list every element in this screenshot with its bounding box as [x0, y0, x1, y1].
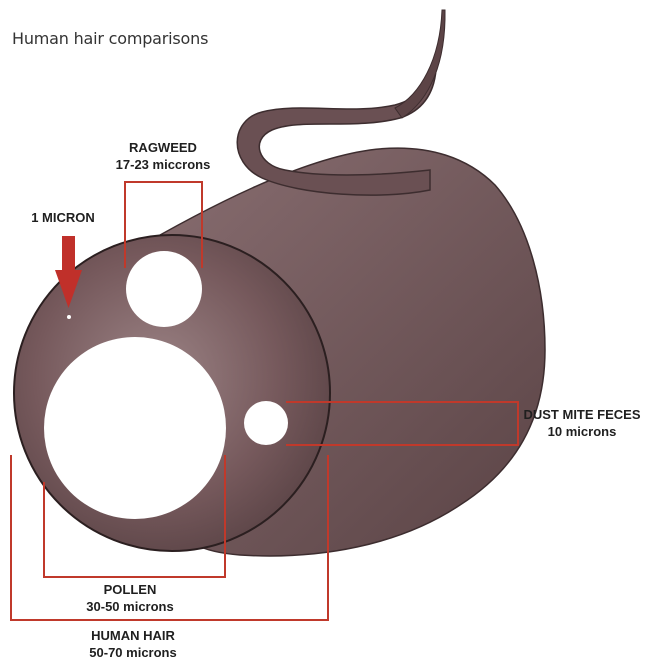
- pollen-particle: [44, 337, 226, 519]
- dust-mite-size: 10 microns: [518, 423, 646, 440]
- ragweed-particle: [126, 251, 202, 327]
- pollen-name: POLLEN: [70, 581, 190, 598]
- micron-name: 1 MICRON: [13, 209, 113, 226]
- ragweed-size: 17-23 miccrons: [103, 156, 223, 173]
- dust-mite-name: DUST MITE FECES: [518, 406, 646, 423]
- dust-mite-label: DUST MITE FECES 10 microns: [518, 406, 646, 440]
- human-hair-name: HUMAN HAIR: [73, 627, 193, 644]
- human-hair-label: HUMAN HAIR 50-70 microns: [73, 627, 193, 661]
- human-hair-size: 50-70 microns: [73, 644, 193, 661]
- ragweed-name: RAGWEED: [103, 139, 223, 156]
- micron-label: 1 MICRON: [13, 209, 113, 226]
- hair-curl: [237, 70, 436, 195]
- micron-particle: [67, 315, 71, 319]
- ragweed-label: RAGWEED 17-23 miccrons: [103, 139, 223, 173]
- dust-mite-particle: [244, 401, 288, 445]
- page-title: Human hair comparisons: [12, 29, 208, 48]
- pollen-label: POLLEN 30-50 microns: [70, 581, 190, 615]
- pollen-size: 30-50 microns: [70, 598, 190, 615]
